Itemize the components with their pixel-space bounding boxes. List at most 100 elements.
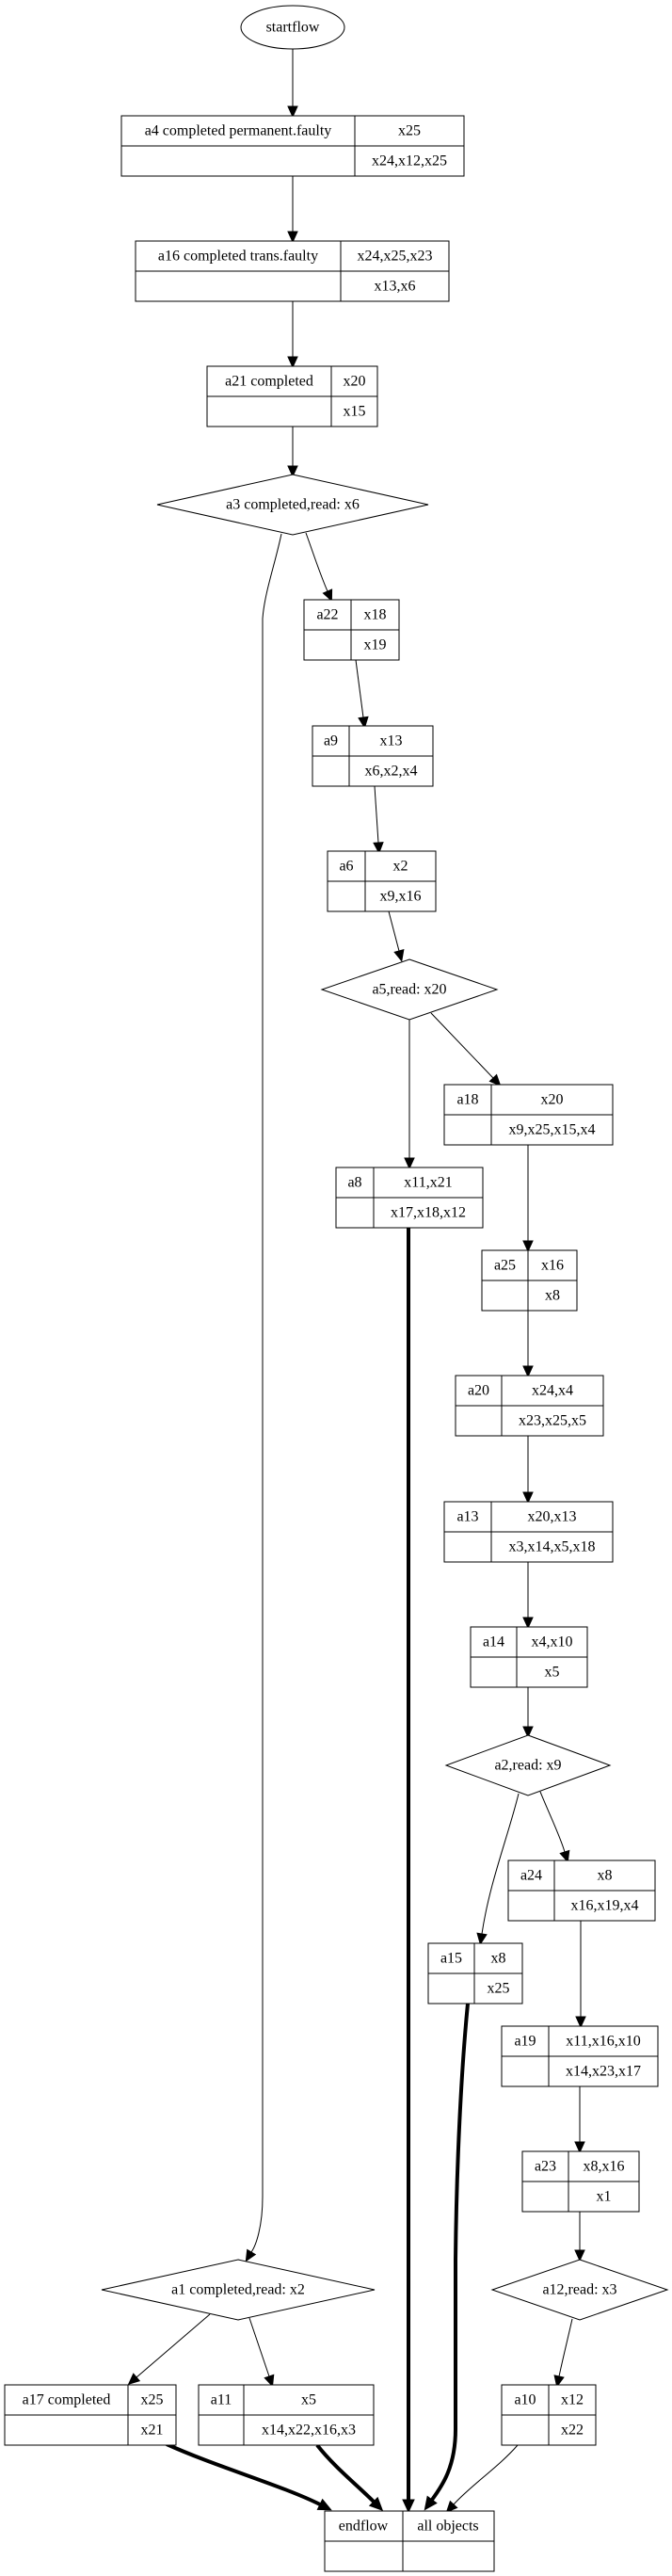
edge-line: [355, 659, 364, 718]
activity-label: a4 completed permanent.faulty: [145, 123, 332, 139]
activity-label: a21 completed: [225, 374, 313, 390]
arrowhead-icon: [445, 2500, 458, 2513]
write-set: x11,x21: [404, 1175, 452, 1191]
write-set: x4,x10: [532, 1634, 573, 1650]
write-set: x16: [541, 1258, 564, 1274]
edge-a20-to-a13: [522, 1436, 534, 1505]
read-set: x14,x22,x16,x3: [262, 2423, 356, 2439]
write-set: x5: [301, 2392, 316, 2408]
read-set: x3,x14,x5,x18: [509, 1539, 596, 1555]
activity-label: a11: [211, 2392, 232, 2408]
edge-a13-to-a14: [522, 1562, 534, 1630]
node-a4[interactable]: a4 completed permanent.faulty x25 x24,x12,…: [120, 115, 465, 177]
activity-label: a23: [535, 2159, 556, 2175]
read-set: x21: [141, 2423, 164, 2439]
activity-label: a24: [520, 1868, 542, 1884]
decision-a3[interactable]: a3 completed,read: x6: [156, 474, 429, 536]
node-startflow[interactable]: startflow: [240, 5, 345, 50]
write-set: x8,x16: [584, 2159, 625, 2175]
activity-label: a18: [456, 1092, 478, 1108]
write-set: x11,x16,x10: [566, 2034, 640, 2050]
edge-a21-to-a3: [287, 427, 298, 478]
edge-a18-to-a25: [522, 1145, 534, 1253]
read-set: x5: [545, 1665, 560, 1681]
arrowhead-icon: [127, 2373, 141, 2385]
write-set: x20,x13: [528, 1509, 577, 1525]
read-set: x9,x25,x15,x4: [509, 1122, 596, 1138]
read-set: x16,x19,x4: [571, 1898, 639, 1914]
arrowhead-icon: [522, 1617, 534, 1630]
decision-label: a5,read: x20: [372, 982, 446, 998]
node-a13[interactable]: a13 x20,x13 x3,x14,x5,x18: [443, 1501, 614, 1563]
decision-a2[interactable]: a2,read: x9: [444, 1734, 612, 1796]
decision-a1[interactable]: a1 completed,read: x2: [101, 2259, 376, 2321]
activity-label: a15: [440, 1951, 462, 1967]
write-set: x25: [141, 2392, 164, 2408]
edges-layer: [127, 49, 586, 2514]
arrowhead-icon: [264, 2374, 275, 2388]
read-set: x24,x12,x25: [372, 153, 447, 169]
decision-diamond: [444, 1734, 612, 1796]
read-set: x25: [488, 1981, 510, 1997]
edge-line: [481, 1793, 520, 1935]
edge-a23-to-a12: [574, 2212, 585, 2262]
read-set: x14,x23,x17: [566, 2064, 641, 2080]
end-objects-label: all objects: [417, 2519, 478, 2535]
write-set: x25: [398, 123, 421, 139]
edge-a2-to-a24: [539, 1791, 570, 1863]
node-a23[interactable]: a23 x8,x16 x1: [521, 2150, 640, 2213]
read-set: x1: [597, 2189, 612, 2205]
decision-a5[interactable]: a5,read: x20: [320, 958, 499, 1021]
decision-label: a2,read: x9: [494, 1758, 561, 1774]
activity-label: a25: [494, 1258, 516, 1274]
decision-a12[interactable]: a12,read: x3: [490, 2259, 669, 2321]
edge-a24-to-a19: [575, 1921, 586, 2029]
activity-label: a19: [514, 2034, 536, 2050]
edge-a15-to-endflow: [424, 2003, 470, 2511]
edge-a4-to-a16: [287, 176, 298, 244]
read-set: x9,x16: [380, 889, 422, 905]
arrowhead-icon: [522, 1491, 534, 1505]
write-set: x24,x25,x23: [358, 249, 433, 265]
decision-label: a3 completed,read: x6: [226, 497, 360, 513]
arrowhead-icon: [488, 1073, 502, 1087]
decision-diamond: [101, 2259, 376, 2321]
decision-diamond: [156, 474, 429, 536]
edge-a3-to-a1: [245, 533, 282, 2262]
read-set: x19: [364, 637, 387, 653]
write-set: x13: [380, 733, 403, 749]
arrowhead-icon: [368, 2496, 384, 2511]
arrowhead-icon: [287, 231, 298, 244]
activity-label: a13: [456, 1509, 478, 1525]
arrowhead-icon: [575, 2016, 586, 2029]
arrowhead-icon: [476, 1932, 488, 1946]
edge-a5-to-a8: [404, 1020, 415, 1170]
node-a11[interactable]: a11 x5 x14,x22,x16,x3: [198, 2384, 375, 2446]
edge-a10-to-endflow: [445, 2444, 519, 2513]
decision-diamond: [490, 2259, 669, 2321]
edge-line: [558, 2318, 573, 2377]
arrowhead-icon: [287, 105, 298, 119]
activity-label: a8: [347, 1175, 361, 1191]
arrowhead-icon: [245, 2248, 257, 2262]
edge-a19-to-a23: [574, 2086, 585, 2154]
node-a19[interactable]: a19 x11,x16,x10 x14,x23,x17: [501, 2025, 659, 2087]
arrowhead-icon: [522, 1365, 534, 1378]
arrowhead-icon: [553, 2375, 565, 2388]
arrowhead-icon: [522, 1240, 534, 1253]
